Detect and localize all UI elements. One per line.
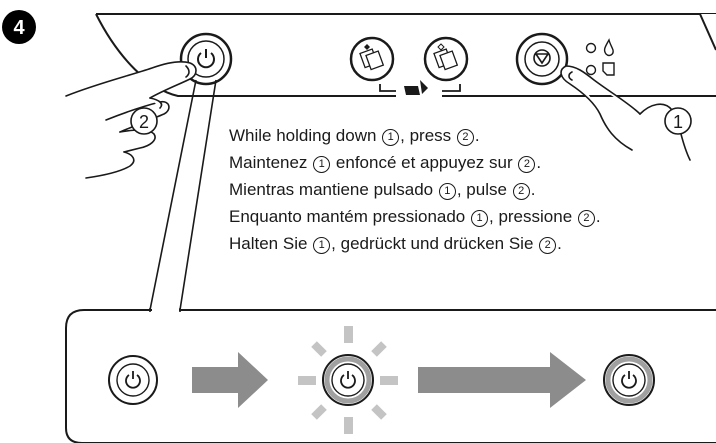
step-badge: 4 (2, 10, 36, 44)
stop-button[interactable] (515, 32, 569, 86)
power-light-flashing (322, 354, 374, 406)
bw-copy-icon (359, 44, 385, 71)
callout-2: 2 (130, 107, 158, 135)
status-lights (585, 38, 615, 76)
paper-icon (602, 62, 615, 76)
arrow-right-icon (418, 352, 586, 408)
bw-copy-button[interactable] (349, 36, 395, 82)
power-light-off (108, 355, 158, 405)
power-light-on (603, 354, 655, 406)
power-icon (197, 49, 215, 69)
svg-text:2: 2 (139, 112, 149, 132)
zoom-lines (149, 79, 217, 311)
ink-drop-icon (603, 38, 614, 57)
flashing-light-icon (298, 326, 398, 434)
arrow-right-icon (192, 352, 268, 408)
color-copy-icon (433, 43, 459, 71)
right-hand-illustration (560, 65, 691, 161)
svg-text:1: 1 (673, 112, 683, 132)
svg-text:4: 4 (13, 17, 25, 39)
color-copy-button[interactable] (423, 36, 469, 82)
callout-1: 1 (664, 107, 692, 135)
stop-cancel-icon (533, 49, 551, 67)
paper-feed-icon (404, 80, 428, 95)
